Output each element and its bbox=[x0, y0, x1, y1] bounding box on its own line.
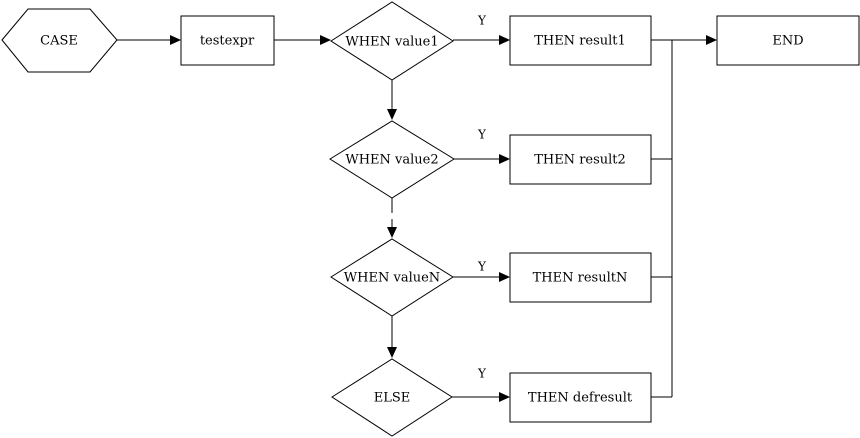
case-start-label: CASE bbox=[40, 34, 78, 49]
testexpr-label: testexpr bbox=[200, 34, 255, 49]
yes-label-valueN: Y bbox=[477, 260, 487, 274]
arrow-to-valueN bbox=[387, 227, 397, 238]
arrow-to-else bbox=[387, 347, 397, 358]
arrow-to-value1 bbox=[320, 35, 331, 45]
when-value2-label: WHEN value2 bbox=[345, 153, 438, 168]
yes-label-value1: Y bbox=[477, 14, 487, 28]
yes-label-else: Y bbox=[477, 367, 487, 381]
then-resultN-label: THEN resultN bbox=[533, 271, 628, 286]
arrow-to-result2 bbox=[499, 154, 510, 164]
then-resultN-box bbox=[509, 252, 652, 303]
arrow-to-testexpr bbox=[170, 35, 181, 45]
then-result1-label: THEN result1 bbox=[534, 34, 626, 49]
end-box bbox=[716, 15, 860, 66]
then-defresult-box bbox=[509, 372, 652, 423]
then-defresult-label: THEN defresult bbox=[528, 391, 633, 406]
arrow-to-result1 bbox=[499, 35, 510, 45]
else-label: ELSE bbox=[374, 391, 411, 406]
when-valueN-label: WHEN valueN bbox=[344, 271, 440, 286]
then-result2-label: THEN result2 bbox=[534, 153, 626, 168]
arrow-to-end bbox=[706, 35, 717, 45]
arrow-to-value2 bbox=[387, 109, 397, 120]
then-result1-box bbox=[509, 15, 652, 66]
when-value1-label: WHEN value1 bbox=[345, 35, 438, 50]
testexpr-box bbox=[180, 15, 275, 66]
arrow-to-defresult bbox=[499, 392, 510, 402]
when-value1-diamond bbox=[330, 1, 454, 81]
then-result2-box bbox=[509, 134, 652, 185]
arrow-to-resultN bbox=[499, 272, 510, 282]
end-label: END bbox=[772, 34, 803, 49]
yes-label-value2: Y bbox=[477, 128, 487, 142]
